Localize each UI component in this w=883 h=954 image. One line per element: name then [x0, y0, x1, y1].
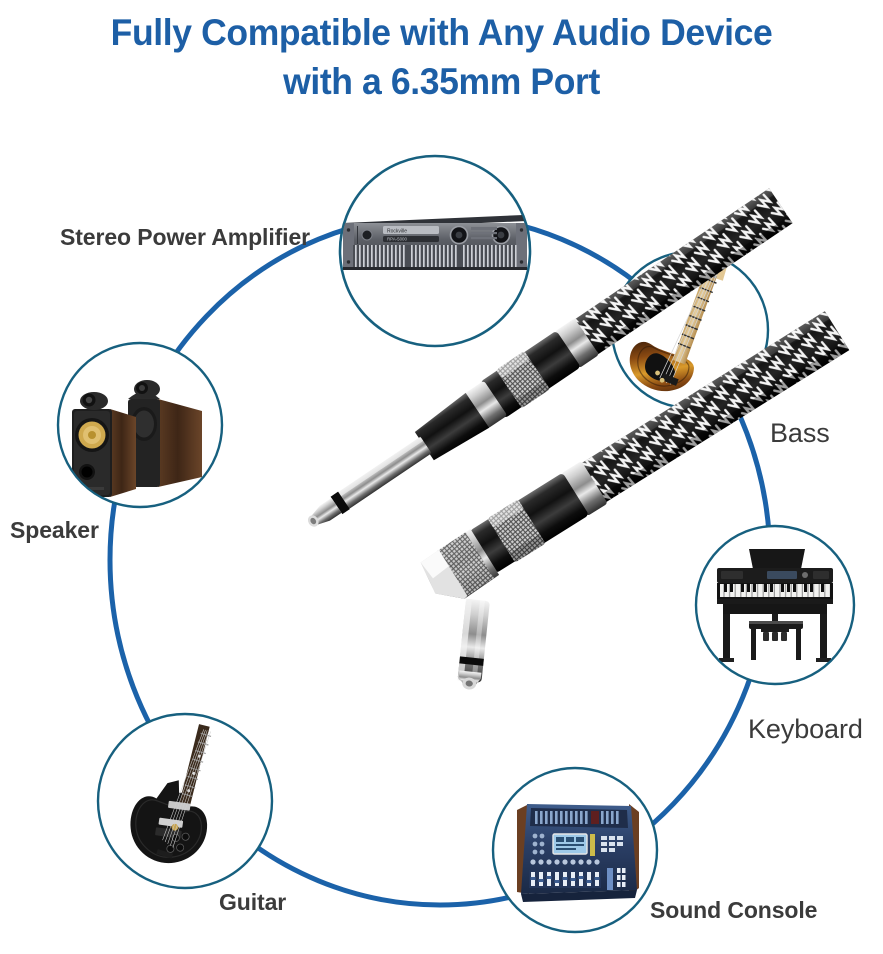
device-circle-keyboard	[694, 524, 856, 686]
device-circle-speaker	[56, 341, 224, 509]
label-stereo-power-amplifier: Stereo Power Amplifier	[60, 224, 311, 250]
label-keyboard: Keyboard	[748, 714, 863, 744]
stereo-power-amplifier-image: Rockville RPA-5000	[343, 215, 527, 270]
svg-text:Rockville: Rockville	[387, 229, 407, 235]
guitar-image	[130, 724, 212, 864]
label-bass: Bass	[770, 418, 830, 448]
sound-console-image	[517, 804, 639, 902]
right-angle-plug-assembly	[420, 311, 850, 599]
bass-image	[629, 256, 729, 392]
page-title-line-1: Fully Compatible with Any Audio Device	[110, 12, 773, 53]
label-guitar: Guitar	[219, 889, 287, 915]
speaker-image	[72, 380, 202, 497]
page-title-line-2: with a 6.35mm Port	[283, 61, 600, 103]
device-circle-guitar	[96, 712, 274, 890]
svg-text:RPA-5000: RPA-5000	[387, 237, 407, 242]
page-title: Fully Compatible with Any Audio Device w…	[18, 8, 866, 106]
straight-plug-assembly	[307, 188, 793, 527]
label-speaker: Speaker	[10, 517, 99, 543]
right-angle-plug-shaft	[457, 598, 490, 690]
label-sound-console: Sound Console	[650, 897, 818, 923]
device-circle-stereo-power-amplifier: Rockville RPA-5000	[338, 154, 532, 348]
device-circle-sound-console	[491, 766, 659, 934]
keyboard-image	[717, 549, 833, 662]
product-cable-image	[307, 188, 850, 690]
